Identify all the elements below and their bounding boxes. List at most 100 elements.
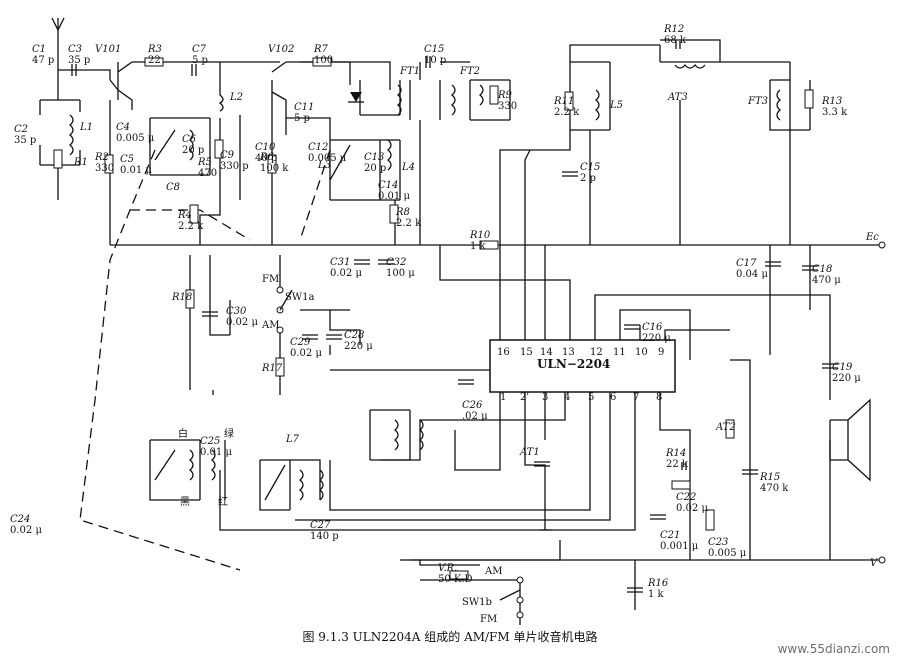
chip-pin-bottom-7: 7	[633, 392, 639, 403]
labels: ULN−2204 16 15 14 13 12 11 10 9 1 2' 3 4…	[178, 232, 879, 625]
component-ref-63: R16	[647, 578, 669, 589]
component-ref-45: C30	[226, 306, 247, 317]
chip-pin-bottom-4: 4	[564, 392, 570, 403]
chip-pin-bottom-3: 3	[542, 392, 548, 403]
chip-pin-top-1: 16	[497, 347, 510, 358]
component-ref-16: C9	[220, 150, 235, 161]
component-value-62: 50 K.D	[438, 574, 473, 585]
component-value-45: 0.02 μ	[226, 317, 258, 328]
component-ref-40: FT3	[747, 96, 768, 107]
component-ref-27: R8	[395, 207, 410, 218]
component-value-61: 0.005 μ	[708, 548, 747, 559]
switch-am2-label: AM	[484, 566, 502, 577]
component-ref-6: V101	[95, 44, 121, 55]
gang-coupling	[79, 149, 331, 571]
component-ref-34: R10	[469, 230, 491, 241]
component-value-63: 1 k	[648, 589, 665, 600]
component-ref-39: C15	[580, 162, 600, 173]
component-ref-55: C27	[310, 520, 331, 531]
component-ref-7: R3	[147, 44, 162, 55]
component-ref-0: C1	[32, 44, 46, 55]
switch-sw1b-label: SW1b	[462, 597, 492, 608]
chip-pin-bottom-6: 6	[610, 392, 616, 403]
component-ref-59: R15	[759, 472, 780, 483]
component-ref-23: C13	[364, 152, 384, 163]
component-ref-41: R13	[821, 96, 842, 107]
component-value-55: 140 p	[310, 531, 339, 542]
switch-fm-label: FM	[262, 274, 279, 285]
component-ref-4: R1	[73, 157, 88, 168]
component-ref-33: C32	[386, 257, 406, 268]
component-value-19: 100 k	[260, 163, 289, 174]
component-value-27: 2.2 k	[396, 218, 422, 229]
component-value-8: 0.005 μ	[116, 133, 155, 144]
component-value-35: 68 k	[664, 35, 687, 46]
component-ref-30: C15	[424, 44, 444, 55]
component-ref-49: C16	[642, 322, 663, 333]
component-value-2: 35 p	[68, 55, 90, 66]
component-ref-19: R6	[259, 152, 275, 163]
wiring	[39, 17, 880, 625]
component-ref-5: R2	[94, 152, 109, 163]
coil-black-label: 黑	[180, 496, 190, 508]
component-value-42: 0.04 μ	[736, 269, 768, 280]
component-ref-25: L3	[317, 160, 331, 171]
component-ref-8: C4	[116, 122, 130, 133]
component-value-9: 0.01 μ	[120, 165, 152, 176]
component-value-37: 2.2 k	[554, 107, 580, 118]
component-value-59: 470 k	[760, 483, 789, 494]
symbols	[53, 41, 886, 619]
component-value-32: 0.02 μ	[330, 268, 362, 279]
chip-pin-top-6: 11	[613, 347, 626, 358]
component-value-7: 22	[148, 55, 161, 66]
v-terminal-label: V	[870, 558, 879, 569]
coil-red-label: 红	[218, 495, 228, 508]
component-ref-35: R12	[663, 24, 684, 35]
component-value-1: 35 p	[14, 135, 36, 146]
switch-am-label: AM	[261, 320, 279, 331]
component-value-20: 100	[314, 55, 333, 66]
component-ref-36: AT3	[667, 92, 688, 103]
component-ref-2: C3	[68, 44, 82, 55]
component-ref-53: C25	[200, 436, 220, 447]
component-ref-3: L1	[79, 122, 93, 133]
chip-name: ULN−2204	[537, 357, 610, 371]
chip-pin-top-3: 14	[540, 347, 553, 358]
component-value-43: 470 μ	[812, 275, 841, 286]
component-value-34: 1 k	[470, 241, 487, 252]
component-value-31: 330	[498, 101, 517, 112]
component-value-17: 40 p	[255, 153, 277, 164]
component-value-23: 20 p	[364, 163, 386, 174]
component-value-39: 2 p	[580, 173, 596, 184]
component-ref-20: R7	[313, 44, 329, 55]
component-ref-14: R4	[177, 210, 192, 221]
component-ref-21: C11	[294, 102, 314, 113]
component-value-47: 220 μ	[344, 341, 373, 352]
watermark: www.55dianzi.com	[777, 642, 890, 656]
component-ref-44: R18	[171, 292, 192, 303]
component-ref-50: C19	[832, 362, 853, 373]
component-ref-52: AT1	[519, 447, 540, 458]
component-value-16: 330 p	[220, 161, 249, 172]
component-ref-56: AT2	[715, 422, 736, 433]
chip-pin-top-8: 9	[658, 347, 664, 358]
component-value-21: 5 p	[294, 113, 310, 124]
component-ref-43: C18	[812, 264, 832, 275]
component-ref-48: R17	[261, 363, 283, 374]
component-value-24: 0.01 μ	[378, 191, 410, 202]
component-value-57: 22 k	[666, 459, 689, 470]
component-value-60: 0.001 μ	[660, 541, 699, 552]
component-ref-61: C23	[708, 537, 728, 548]
component-value-0: 47 p	[32, 55, 54, 66]
component-ref-1: C2	[14, 124, 28, 135]
component-value-58: 0.02 μ	[676, 503, 708, 514]
component-ref-46: C29	[290, 337, 311, 348]
component-value-30: 10 p	[424, 55, 446, 66]
ec-terminal-label: Ec	[865, 232, 879, 243]
component-ref-62: V.R.	[438, 563, 457, 574]
component-ref-31: R9	[497, 90, 513, 101]
component-ref-10: C6	[182, 134, 197, 145]
chip-pin-top-5: 12	[590, 347, 603, 358]
